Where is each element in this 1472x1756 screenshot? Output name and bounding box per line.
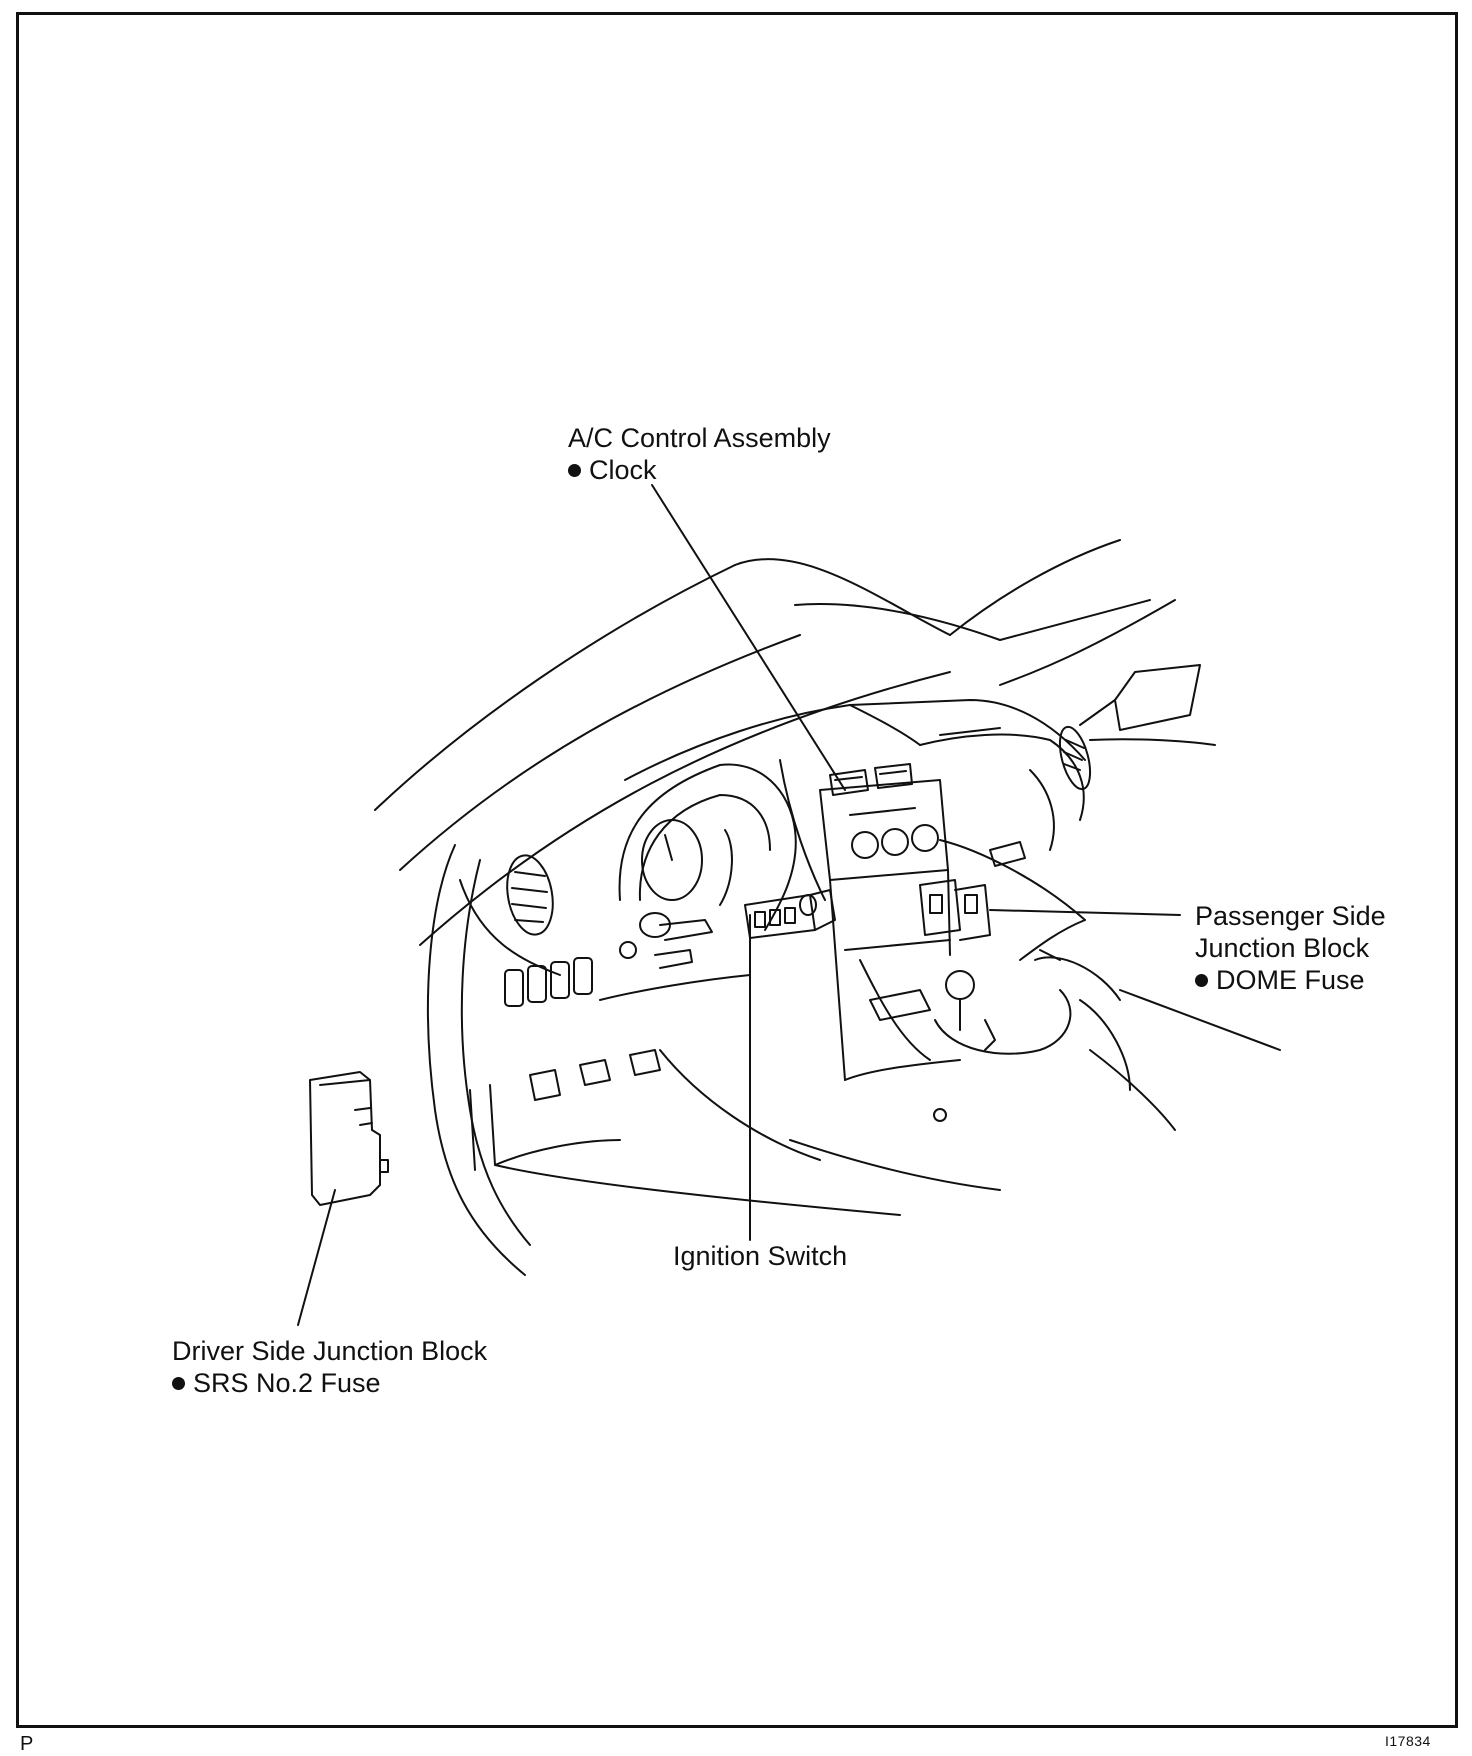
bullet-icon — [1195, 974, 1208, 987]
ignition-switch-callout: Ignition Switch — [673, 1240, 847, 1272]
windshield-frame — [374, 539, 1176, 946]
ignition-switch-body — [744, 889, 836, 939]
passenger-jb-title-line2: Junction Block — [1195, 933, 1370, 963]
leader-passenger-jb — [989, 909, 1181, 916]
left-air-vent — [459, 854, 561, 976]
corner-mark: P — [20, 1733, 34, 1755]
ac-control-item: Clock — [568, 454, 831, 486]
figure-id: I17834 — [1385, 1733, 1431, 1749]
left-switch-panel — [504, 957, 593, 1007]
side-mirror — [1079, 664, 1216, 746]
leader-lines — [297, 484, 1181, 1326]
center-stack — [779, 759, 951, 1081]
leader-ac-control — [651, 484, 846, 791]
glovebox — [939, 839, 1086, 961]
ignition-switch-title: Ignition Switch — [673, 1241, 848, 1271]
right-air-vent — [1058, 725, 1092, 791]
passenger-jb-title-line1: Passenger Side — [1195, 901, 1386, 931]
ac-control-callout: A/C Control Assembly Clock — [568, 422, 831, 486]
steering-column — [599, 912, 751, 1001]
leader-driver-jb — [297, 1189, 336, 1326]
center-console — [844, 949, 1281, 1131]
driver-jb-callout: Driver Side Junction Block SRS No.2 Fuse — [172, 1335, 487, 1399]
passenger-jb-callout: Passenger Side Junction Block DOME Fuse — [1195, 900, 1386, 996]
driver-jb-title: Driver Side Junction Block — [172, 1336, 488, 1366]
driver-junction-block-body — [309, 1071, 389, 1206]
passenger-junction-block-body — [919, 879, 991, 941]
footwell — [469, 1049, 1001, 1216]
passenger-jb-item: DOME Fuse — [1195, 964, 1386, 996]
ac-control-title: A/C Control Assembly — [568, 423, 831, 453]
instrument-cluster — [618, 763, 797, 931]
bullet-icon — [568, 464, 581, 477]
bullet-icon — [172, 1377, 185, 1390]
left-door-pillar — [426, 844, 531, 1276]
diagram-frame — [16, 12, 1458, 1728]
dashboard-top — [624, 699, 1086, 851]
driver-jb-item: SRS No.2 Fuse — [172, 1367, 487, 1399]
